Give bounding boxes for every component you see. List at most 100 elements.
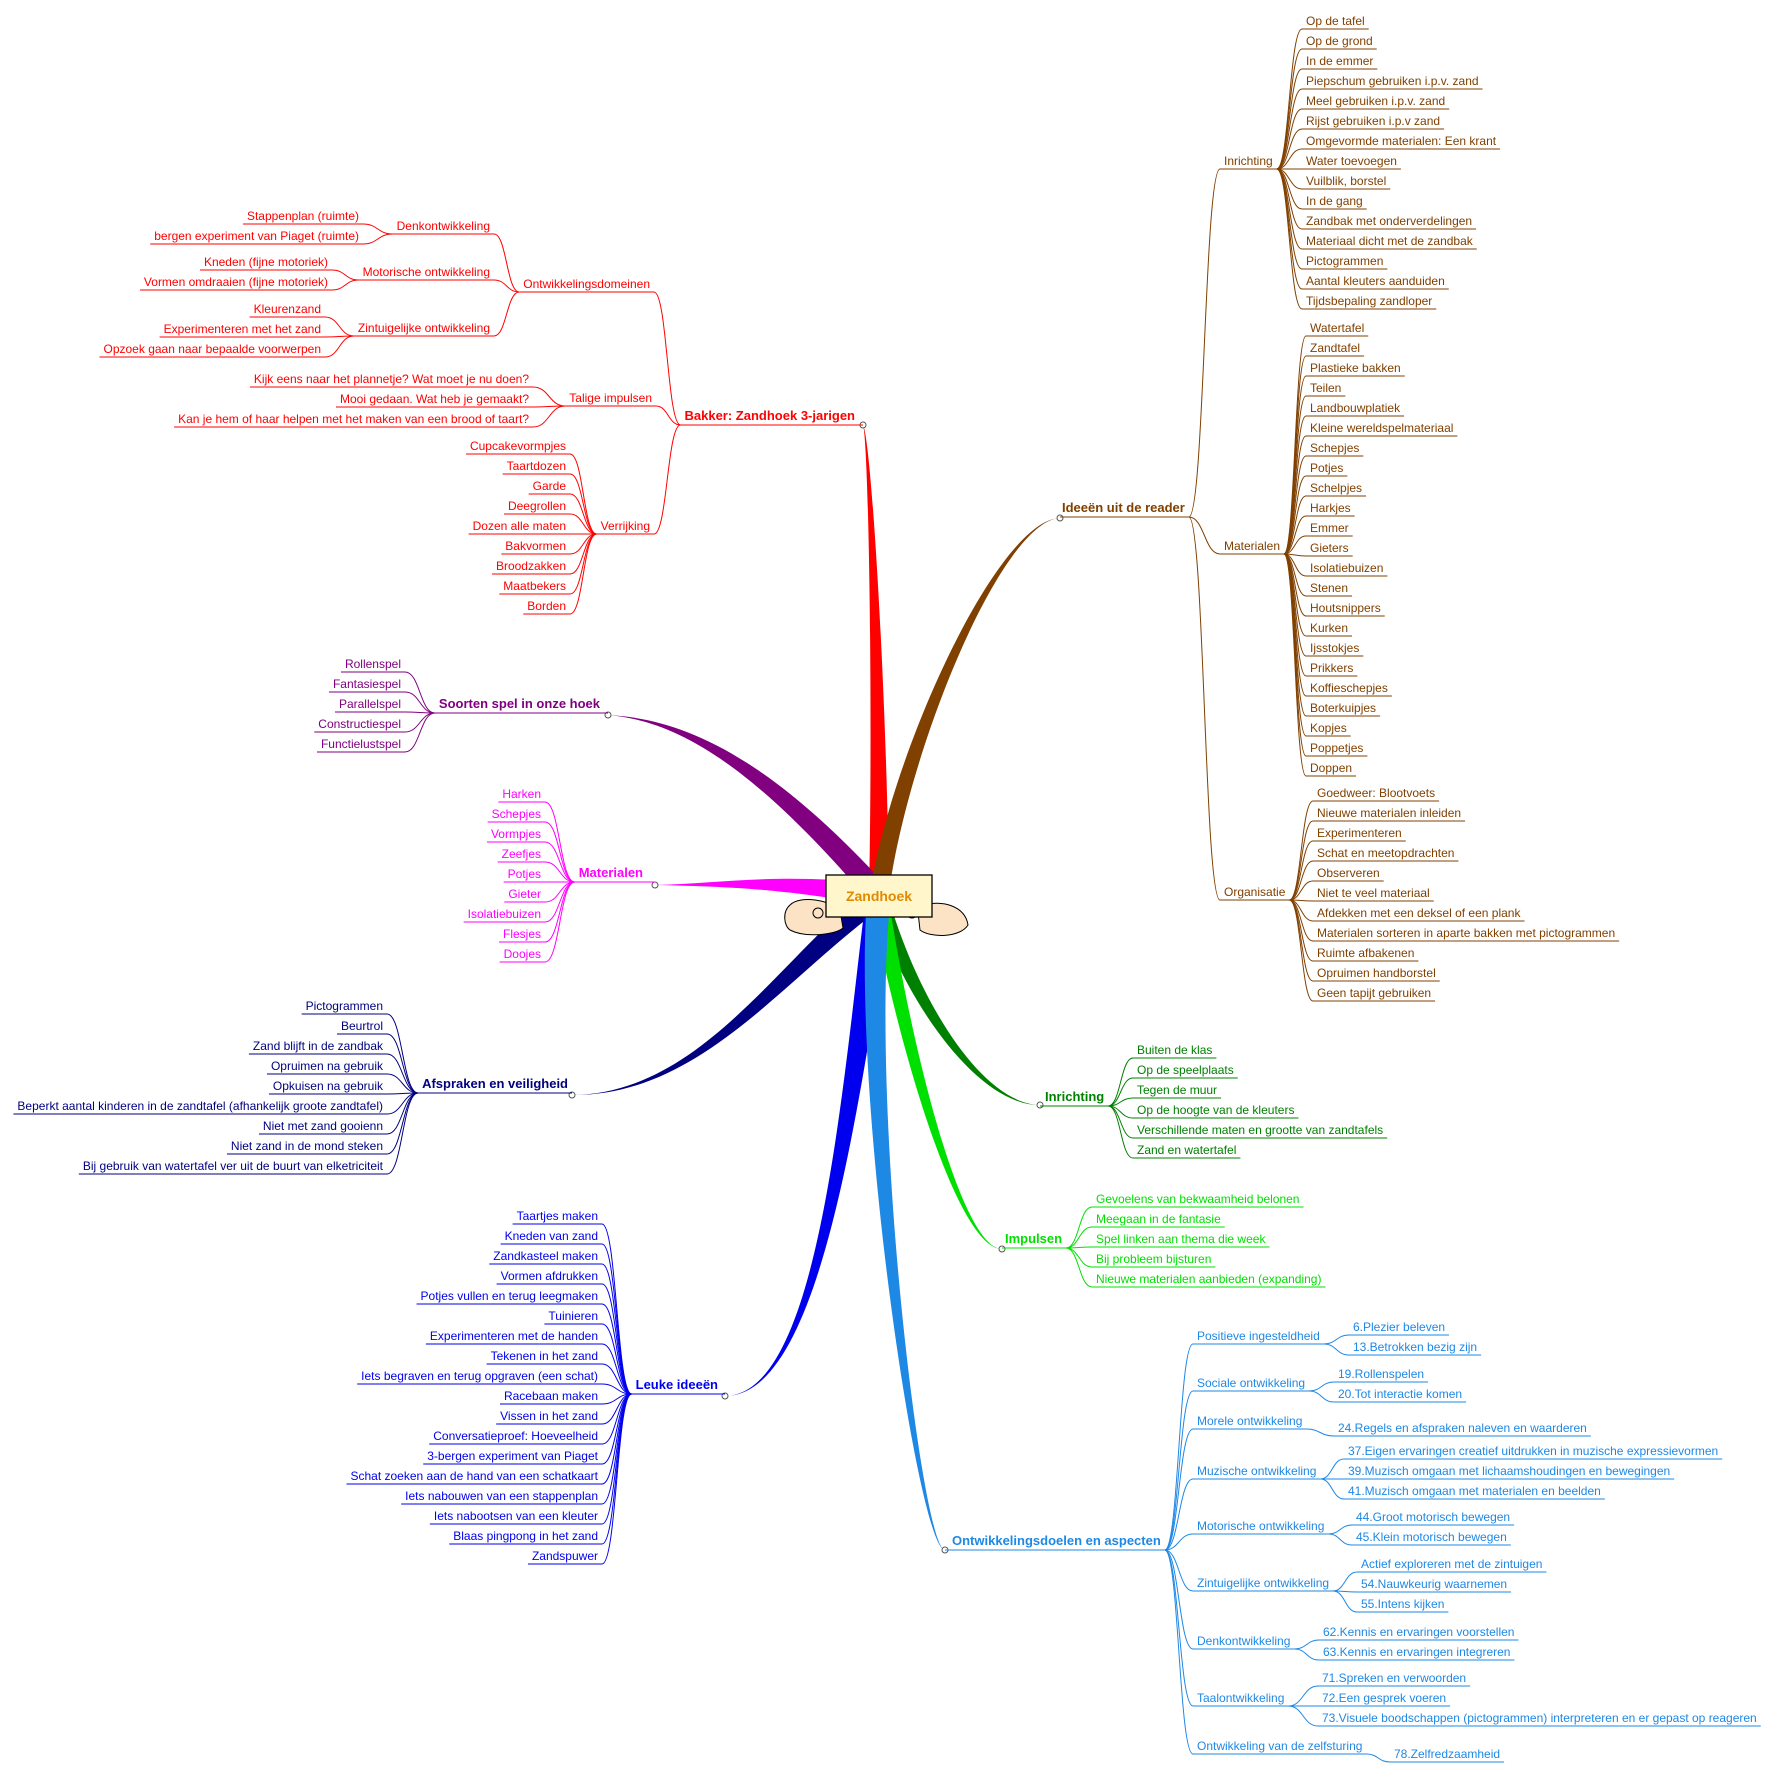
soorten-item[interactable]: Fantasiespel (333, 677, 401, 691)
bakker-g2-item[interactable]: Deegrollen (508, 499, 566, 513)
bakker-g2-item[interactable]: Bakvormen (505, 539, 566, 553)
ideeen-g2-item[interactable]: Experimenteren (1317, 826, 1402, 840)
materialen-item[interactable]: Schepjes (492, 807, 541, 821)
bakker-sg2-item[interactable]: Experimenteren met het zand (164, 322, 321, 336)
impulsen-item[interactable]: Bij probleem bijsturen (1096, 1252, 1211, 1266)
ideeen-g0-item[interactable]: Op de tafel (1306, 14, 1365, 28)
bakker-g1-item[interactable]: Kan je hem of haar helpen met het maken … (178, 412, 529, 426)
afspraken-item[interactable]: Pictogrammen (306, 999, 383, 1013)
materialen-item[interactable]: Vormpjes (491, 827, 541, 841)
bakker-g1-item[interactable]: Mooi gedaan. Wat heb je gemaakt? (340, 392, 529, 406)
doelen-g0-item[interactable]: 6.Plezier beleven (1353, 1320, 1445, 1334)
bakker-group[interactable]: Ontwikkelingsdomeinen (523, 277, 650, 291)
bakker-subgroup[interactable]: Motorische ontwikkeling (363, 265, 490, 279)
doelen-group[interactable]: Muzische ontwikkeling (1197, 1464, 1316, 1478)
ideeen-g0-item[interactable]: Op de grond (1306, 34, 1373, 48)
afspraken-item[interactable]: Beperkt aantal kinderen in de zandtafel … (17, 1099, 383, 1113)
doelen-group[interactable]: Taalontwikkeling (1197, 1691, 1284, 1705)
leuke-item[interactable]: Conversatieproef: Hoeveelheid (433, 1429, 598, 1443)
leuke-item[interactable]: Iets nabouwen van een stappenplan (405, 1489, 598, 1503)
branch-inrichting[interactable]: Inrichting (1045, 1089, 1104, 1104)
ideeen-g1-item[interactable]: Kleine wereldspelmateriaal (1310, 421, 1453, 435)
materialen-item[interactable]: Harken (502, 787, 541, 801)
ideeen-g0-item[interactable]: Pictogrammen (1306, 254, 1383, 268)
ideeen-g0-item[interactable]: Rijst gebruiken i.p.v zand (1306, 114, 1440, 128)
bakker-sg2-item[interactable]: Opzoek gaan naar bepaalde voorwerpen (104, 342, 322, 356)
doelen-g0-item[interactable]: 13.Betrokken bezig zijn (1353, 1340, 1477, 1354)
doelen-g3-item[interactable]: 41.Muzisch omgaan met materialen en beel… (1348, 1484, 1601, 1498)
ideeen-group[interactable]: Inrichting (1224, 154, 1273, 168)
doelen-g6-item[interactable]: 62.Kennis en ervaringen voorstellen (1323, 1625, 1514, 1639)
ideeen-g1-item[interactable]: Kurken (1310, 621, 1348, 635)
ideeen-group[interactable]: Organisatie (1224, 885, 1286, 899)
branch-ideeen[interactable]: Ideeën uit de reader (1062, 500, 1185, 515)
doelen-g4-item[interactable]: 45.Klein motorisch bewegen (1356, 1530, 1507, 1544)
soorten-item[interactable]: Functielustspel (321, 737, 401, 751)
leuke-item[interactable]: Kneden van zand (505, 1229, 598, 1243)
doelen-g8-item[interactable]: 78.Zelfredzaamheid (1394, 1747, 1500, 1761)
center-node[interactable]: Zandhoek (784, 874, 969, 936)
afspraken-item[interactable]: Opkuisen na gebruik (273, 1079, 384, 1093)
doelen-group[interactable]: Morele ontwikkeling (1197, 1414, 1302, 1428)
bakker-group[interactable]: Talige impulsen (569, 391, 652, 405)
ribbon-ideeen-handle[interactable] (1056, 514, 1064, 522)
inrichting-item[interactable]: Buiten de klas (1137, 1043, 1212, 1057)
ribbon-impulsen-handle[interactable] (998, 1245, 1006, 1253)
leuke-item[interactable]: Racebaan maken (504, 1389, 598, 1403)
soorten-item[interactable]: Parallelspel (339, 697, 401, 711)
bakker-g1-item[interactable]: Kijk eens naar het plannetje? Wat moet j… (254, 372, 529, 386)
ribbon-inrichting-handle[interactable] (1036, 1101, 1044, 1109)
doelen-group[interactable]: Denkontwikkeling (1197, 1634, 1290, 1648)
ideeen-g2-item[interactable]: Materialen sorteren in aparte bakken met… (1317, 926, 1615, 940)
ideeen-g1-item[interactable]: Harkjes (1310, 501, 1351, 515)
impulsen-item[interactable]: Meegaan in de fantasie (1096, 1212, 1221, 1226)
impulsen-item[interactable]: Gevoelens van bekwaamheid belonen (1096, 1192, 1299, 1206)
bakker-sg0-item[interactable]: Stappenplan (ruimte) (247, 209, 359, 223)
leuke-item[interactable]: Vormen afdrukken (501, 1269, 598, 1283)
branch-afspraken[interactable]: Afspraken en veiligheid (422, 1076, 568, 1091)
ideeen-g2-item[interactable]: Goedweer: Blootvoets (1317, 786, 1435, 800)
leuke-item[interactable]: Schat zoeken aan de hand van een schatka… (350, 1469, 598, 1483)
doelen-g7-item[interactable]: 71.Spreken en verwoorden (1322, 1671, 1466, 1685)
ideeen-g2-item[interactable]: Ruimte afbakenen (1317, 946, 1414, 960)
materialen-item[interactable]: Isolatiebuizen (468, 907, 541, 921)
bakker-subgroup[interactable]: Zintuigelijke ontwikkeling (358, 321, 490, 335)
ideeen-g1-item[interactable]: Watertafel (1310, 321, 1364, 335)
ideeen-g2-item[interactable]: Afdekken met een deksel of een plank (1317, 906, 1521, 920)
doelen-g3-item[interactable]: 37.Eigen ervaringen creatief uitdrukken … (1348, 1444, 1718, 1458)
soorten-item[interactable]: Rollenspel (345, 657, 401, 671)
ideeen-g1-item[interactable]: Gieters (1310, 541, 1349, 555)
materialen-item[interactable]: Gieter (508, 887, 541, 901)
ideeen-group[interactable]: Materialen (1224, 539, 1280, 553)
ideeen-g1-item[interactable]: Poppetjes (1310, 741, 1363, 755)
bakker-group[interactable]: Verrijking (601, 519, 650, 533)
ribbon-materialen-handle[interactable] (651, 881, 659, 889)
ideeen-g1-item[interactable]: Emmer (1310, 521, 1349, 535)
doelen-g1-item[interactable]: 20.Tot interactie komen (1338, 1387, 1462, 1401)
soorten-item[interactable]: Constructiespel (318, 717, 401, 731)
bakker-sg1-item[interactable]: Vormen omdraaien (fijne motoriek) (144, 275, 328, 289)
ideeen-g0-item[interactable]: Water toevoegen (1306, 154, 1397, 168)
doelen-group[interactable]: Motorische ontwikkeling (1197, 1519, 1324, 1533)
ideeen-g1-item[interactable]: Landbouwplatiek (1310, 401, 1401, 415)
doelen-group[interactable]: Sociale ontwikkeling (1197, 1376, 1305, 1390)
bakker-g2-item[interactable]: Cupcakevormpjes (470, 439, 566, 453)
afspraken-item[interactable]: Niet met zand gooienn (263, 1119, 383, 1133)
afspraken-item[interactable]: Bij gebruik van watertafel ver uit de bu… (83, 1159, 384, 1173)
afspraken-item[interactable]: Beurtrol (341, 1019, 383, 1033)
doelen-g7-item[interactable]: 72.Een gesprek voeren (1322, 1691, 1446, 1705)
inrichting-item[interactable]: Op de speelplaats (1137, 1063, 1234, 1077)
afspraken-item[interactable]: Niet zand in de mond steken (231, 1139, 383, 1153)
materialen-item[interactable]: Doojes (504, 947, 541, 961)
ideeen-g1-item[interactable]: Isolatiebuizen (1310, 561, 1383, 575)
leuke-item[interactable]: Tuinieren (548, 1309, 598, 1323)
doelen-g1-item[interactable]: 19.Rollenspelen (1338, 1367, 1424, 1381)
ideeen-g2-item[interactable]: Opruimen handborstel (1317, 966, 1436, 980)
leuke-item[interactable]: Experimenteren met de handen (430, 1329, 598, 1343)
branch-bakker[interactable]: Bakker: Zandhoek 3-jarigen (685, 408, 856, 423)
doelen-g6-item[interactable]: 63.Kennis en ervaringen integreren (1323, 1645, 1510, 1659)
bakker-g2-item[interactable]: Maatbekers (503, 579, 566, 593)
ideeen-g0-item[interactable]: Omgevormde materialen: Een krant (1306, 134, 1497, 148)
materialen-item[interactable]: Flesjes (503, 927, 541, 941)
ideeen-g2-item[interactable]: Niet te veel materiaal (1317, 886, 1430, 900)
